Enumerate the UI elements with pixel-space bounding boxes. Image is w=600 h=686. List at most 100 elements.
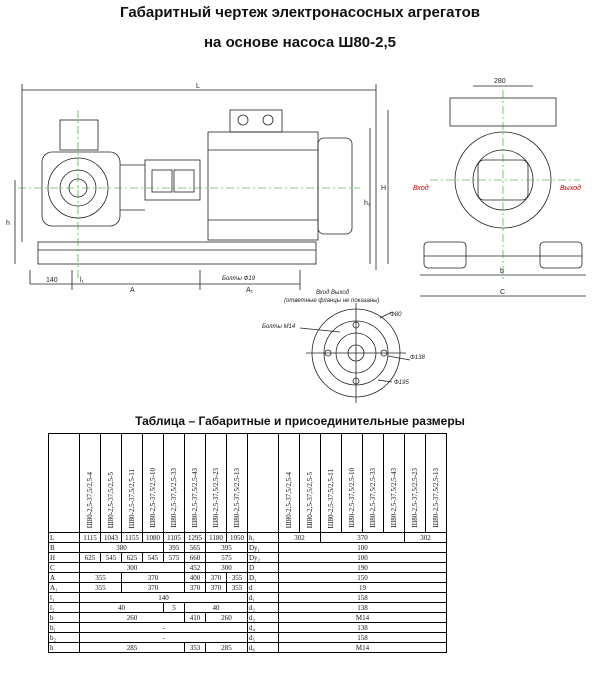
value-cell: 660 [184, 552, 206, 563]
value-cell: 300 [205, 562, 248, 573]
param-label: Dy₂ [247, 552, 279, 563]
dia-bottom: Ф195 [394, 380, 409, 386]
value-cell: 1080 [142, 532, 164, 543]
dim-l1: l₁ [80, 277, 85, 284]
value-cell: 1105 [163, 532, 185, 543]
dia-mid: Ф138 [410, 355, 425, 361]
model-header-cell: Ш80-2,5-37,5/2,5-5 [100, 433, 122, 533]
motor [207, 131, 319, 241]
value-cell: 260 [79, 612, 185, 623]
dim-b: b [500, 268, 504, 275]
model-header-cell: Ш80-2,5-37,5/2,5-11 [320, 433, 342, 533]
model-header-cell: Ш80-2,5-37,5/2,5-33 [362, 433, 384, 533]
model-name: Ш80-2,5-37,5/2,5-13 [233, 468, 241, 528]
value-cell: 158 [278, 592, 447, 603]
model-header-cell: Ш80-2,5-37,5/2,5-23 [205, 433, 227, 533]
header-blank-cell [247, 433, 279, 533]
table-title: Таблица – Габаритные и присоединительные… [135, 414, 465, 428]
value-cell: 355 [79, 572, 122, 583]
value-cell: 300 [79, 562, 185, 573]
coupling [144, 159, 201, 201]
param-label: h₁ [247, 532, 279, 543]
value-cell: 1155 [121, 532, 143, 543]
value-cell: 625 [79, 552, 101, 563]
param-label: d₂ [247, 602, 279, 613]
param-label: H [48, 552, 80, 563]
drawing-title-line1: Габаритный чертеж электронасосных агрега… [120, 4, 480, 21]
value-cell: 370 [121, 582, 185, 593]
value-cell: 575 [163, 552, 185, 563]
param-label: D [247, 562, 279, 573]
value-cell: 1050 [226, 532, 248, 543]
terminal-box [229, 109, 283, 133]
model-name: Ш80-2,5-37,5/2,5-11 [128, 468, 136, 529]
model-name: Ш80-2,5-37,5/2,5-43 [191, 468, 199, 528]
value-cell: 5 [163, 602, 185, 613]
value-cell: 370 [205, 572, 227, 583]
value-cell: 140 [79, 592, 248, 603]
value-cell: 190 [278, 562, 447, 573]
model-header-cell: Ш80-2,5-37,5/2,5-13 [226, 433, 248, 533]
param-label: d [247, 582, 279, 593]
model-name: Ш80-2,5-37,5/2,5-4 [86, 471, 94, 528]
value-cell: 100 [278, 542, 447, 553]
inlet-label: Вход [413, 184, 429, 192]
bolts-label: Болты Ф19 [222, 276, 256, 282]
param-label: C [48, 562, 80, 573]
model-header-cell: Ш80-2,5-37,5/2,5-43 [383, 433, 405, 533]
model-name: Ш80-2,5-37,5/2,5-33 [369, 468, 377, 528]
value-cell: 302 [278, 532, 321, 543]
value-cell: 1295 [184, 532, 206, 543]
table-header-row: Ш80-2,5-37,5/2,5-4 Ш80-2,5-37,5/2,5-5 Ш80-… [48, 433, 447, 533]
value-cell: 150 [278, 572, 447, 583]
dim-280: 280 [494, 78, 506, 85]
param-label: b₁ [48, 622, 80, 633]
model-name: Ш80-2,5-37,5/2,5-10 [149, 468, 157, 528]
value-cell: 575 [205, 552, 248, 563]
value-cell: 355 [226, 582, 248, 593]
value-cell: 370 [320, 532, 405, 543]
dim-h1: h₁ [364, 200, 371, 207]
model-name: Ш80-2,5-37,5/2,5-10 [348, 468, 356, 528]
value-cell: М14 [278, 642, 447, 653]
value-cell: 285 [79, 642, 185, 653]
model-name: Ш80-2,5-37,5/2,5-5 [306, 471, 314, 528]
param-label: L [48, 532, 80, 543]
param-label: b₂ [48, 632, 80, 643]
value-cell: 1115 [79, 532, 101, 543]
outlet-label: Выход [560, 184, 581, 192]
dim-h: h [6, 220, 10, 227]
model-header-cell: Ш80-2,5-37,5/2,5-4 [278, 433, 300, 533]
model-header-cell: Ш80-2,5-37,5/2,5-5 [299, 433, 321, 533]
value-cell: 355 [79, 582, 122, 593]
model-header-cell: Ш80-2,5-37,5/2,5-13 [425, 433, 447, 533]
param-label: B [48, 542, 80, 553]
value-cell: 158 [278, 632, 447, 643]
dim-A1: A₁ [246, 287, 254, 294]
value-cell: - [79, 632, 248, 643]
value-cell: 370 [184, 582, 206, 593]
value-cell: 545 [142, 552, 164, 563]
param-label: d₃ [247, 612, 279, 623]
model-header-cell: Ш80-2,5-37,5/2,5-43 [184, 433, 206, 533]
value-cell: М14 [278, 612, 447, 623]
dim-140: 140 [46, 277, 58, 284]
param-label: d₁ [247, 592, 279, 603]
flange-note-1: Вход Выход [316, 290, 350, 296]
dim-C: C [500, 289, 505, 296]
param-label: A [48, 572, 80, 583]
model-name: Ш80-2,5-37,5/2,5-23 [411, 468, 419, 528]
param-label: Dy₁ [247, 542, 279, 553]
value-cell: 370 [205, 582, 227, 593]
flange-bolts-label: Болты М14 [262, 324, 296, 330]
model-header-cell: Ш80-2,5-37,5/2,5-23 [404, 433, 426, 533]
value-cell: 400 [184, 572, 206, 583]
value-cell: - [79, 622, 248, 633]
